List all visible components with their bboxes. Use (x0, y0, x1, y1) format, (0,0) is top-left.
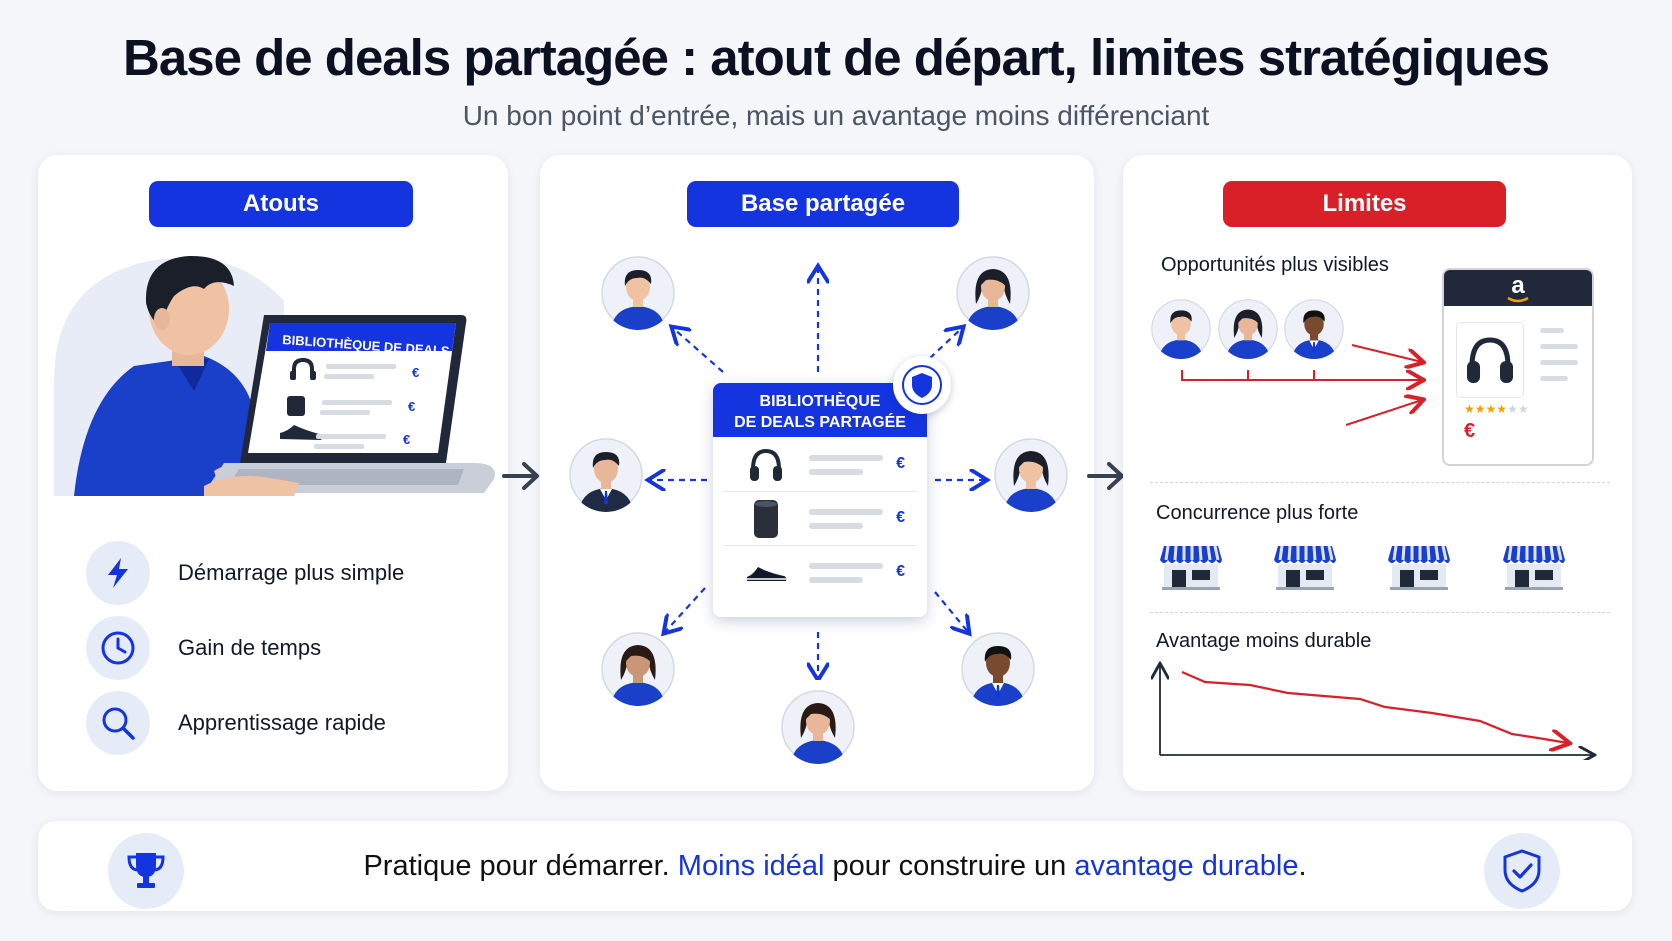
feature-label: Gain de temps (178, 635, 322, 660)
rating-stars: ★★★★★★ (1464, 402, 1529, 416)
person-laptop-illustration: BIBLIOTHÈQUE DE DEALS € € € (54, 255, 495, 496)
bottom-part5: . (1298, 849, 1307, 882)
search-icon (86, 691, 150, 755)
section-concurrence: Concurrence plus forte (1156, 502, 1359, 524)
library-row-speaker: € (723, 493, 917, 546)
product-listing-card: a ★★★★★★ € (1442, 268, 1594, 466)
clock-icon (86, 616, 150, 680)
laptop-price-2: € (408, 399, 415, 414)
feature-demarrage: Démarrage plus simple (86, 540, 404, 606)
panel-limites (1123, 155, 1632, 791)
avatar-man-1 (601, 256, 675, 330)
avatar-woman-3 (601, 632, 675, 706)
feature-label: Apprentissage rapide (178, 710, 386, 735)
arrow-right-icon (502, 462, 539, 490)
shared-library-card: BIBLIOTHÈQUE DE DEALS PARTAGÉE € € € (713, 383, 927, 617)
avatar-woman-2 (994, 438, 1068, 512)
library-header: BIBLIOTHÈQUE DE DEALS PARTAGÉE (713, 383, 927, 437)
divider (1150, 482, 1610, 483)
sneaker-icon (747, 567, 787, 581)
feature-apprentissage: Apprentissage rapide (86, 690, 386, 756)
pill-base-partagee: Base partagée (687, 181, 959, 227)
pill-limites: Limites (1223, 181, 1506, 227)
avatar-woman-small (1218, 299, 1278, 359)
shield-badge-icon (893, 356, 951, 414)
section-opportunites: Opportunités plus visibles (1161, 254, 1389, 276)
bottom-part1: Pratique pour démarrer. (363, 849, 670, 882)
store-icon (1386, 542, 1452, 590)
star-filled-icon: ★ (1464, 402, 1475, 416)
feature-gain-temps: Gain de temps (86, 615, 321, 681)
star-empty-icon: ★ (1507, 402, 1518, 416)
star-filled-icon: ★ (1474, 402, 1486, 416)
page-title: Base de deals partagée : atout de départ… (123, 29, 1550, 86)
price-euro: € (1464, 420, 1476, 442)
pill-atouts: Atouts (149, 181, 413, 227)
avatar-man-dark (961, 632, 1035, 706)
section-avantage: Avantage moins durable (1156, 630, 1372, 652)
bottom-banner: Pratique pour démarrer. Moins idéal pour… (38, 821, 1632, 911)
page-subtitle: Un bon point d’entrée, mais un avantage … (462, 100, 1210, 131)
panel-atouts: Atouts BIBLIOTHÈQUE DE DEALS € € € (38, 155, 508, 791)
avatar-man-small-1 (1151, 299, 1211, 359)
avatar-man-suit (569, 438, 643, 512)
store-icon (1272, 542, 1338, 590)
network-arrows (540, 240, 1094, 680)
amazon-header: a (1444, 270, 1592, 306)
avatar-man-small-2 (1284, 299, 1344, 359)
avatar-woman-1 (956, 256, 1030, 330)
bottom-part4: avantage durable (1074, 849, 1299, 882)
speaker-icon (754, 500, 778, 538)
shield-check-icon (1484, 833, 1560, 909)
price-euro: € (896, 563, 905, 580)
bottom-part3: pour construire un (832, 849, 1067, 882)
divider (1150, 612, 1610, 613)
store-icon (1501, 542, 1567, 590)
laptop-price-3: € (403, 432, 410, 447)
laptop-price-1: € (412, 365, 419, 380)
library-row-sneaker: € (723, 547, 917, 599)
feature-label: Démarrage plus simple (178, 560, 405, 585)
amazon-logo-icon: a (1511, 272, 1525, 299)
declining-line-chart (1150, 660, 1600, 760)
library-title-line2: DE DEALS PARTAGÉE (734, 414, 906, 431)
star-filled-icon: ★ (1485, 402, 1497, 416)
bottom-message: Pratique pour démarrer. Moins idéal pour… (38, 821, 1632, 911)
library-title-line1: BIBLIOTHÈQUE (759, 393, 881, 410)
star-filled-icon: ★ (1496, 402, 1508, 416)
avatar-woman-4 (781, 690, 855, 764)
price-euro: € (896, 509, 905, 526)
headphones-icon (1467, 337, 1513, 383)
bottom-part2: Moins idéal (677, 849, 825, 882)
arrow-right-icon (1087, 462, 1124, 490)
lightning-icon (86, 541, 150, 605)
store-icon (1158, 542, 1224, 590)
price-euro: € (896, 455, 905, 472)
headphones-icon (750, 448, 782, 481)
star-empty-icon: ★ (1517, 402, 1529, 416)
trophy-icon (108, 833, 184, 909)
red-arrows (1181, 344, 1430, 426)
library-row-headphones: € (723, 439, 917, 492)
